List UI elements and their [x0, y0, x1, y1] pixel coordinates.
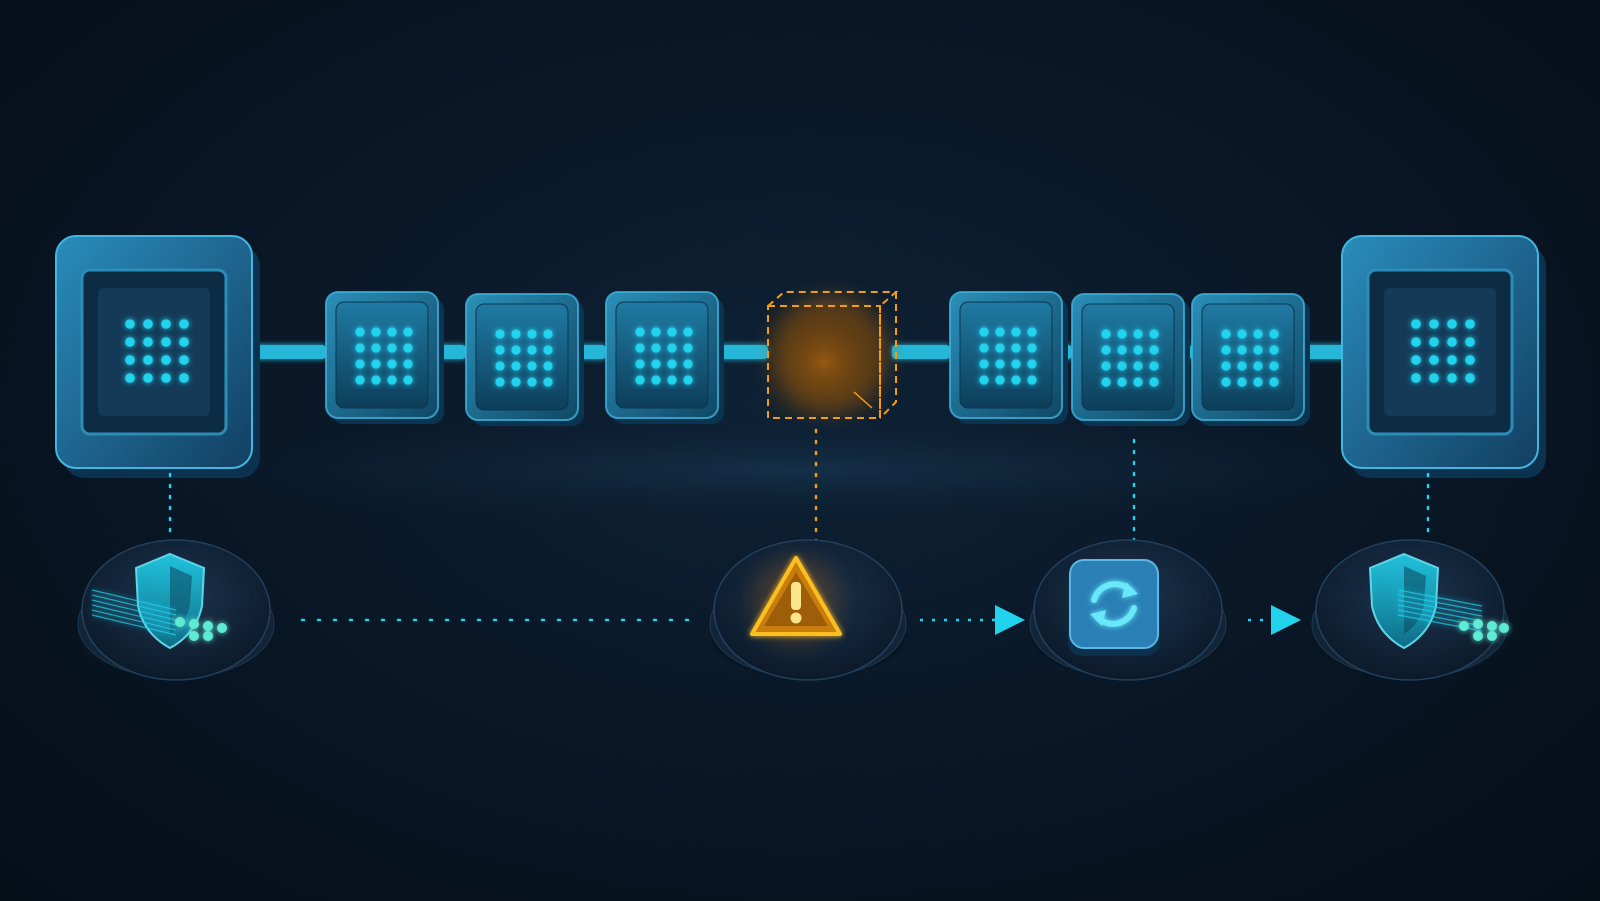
- status-node-protected: [1311, 539, 1509, 681]
- chip-grid-icon: [635, 327, 693, 385]
- chip-grid-icon: [1411, 319, 1475, 383]
- after-block-2: [1191, 293, 1310, 426]
- chip-grid-icon: [495, 329, 553, 387]
- link-segment: [578, 345, 606, 359]
- chip-grid-icon: [1221, 329, 1279, 387]
- chip-grid-icon: [979, 327, 1037, 385]
- refresh-arrows: [1090, 581, 1138, 627]
- link-segment: [438, 345, 466, 359]
- link-segment: [892, 345, 950, 359]
- status-node-warning: [709, 539, 907, 681]
- after-block-0: [949, 291, 1068, 424]
- link-segment: [718, 345, 768, 359]
- data-stream-icon: [91, 589, 227, 641]
- pipeline-blocks: [55, 235, 1546, 478]
- status-node-protected: [77, 539, 275, 681]
- before-block-1: [465, 293, 584, 426]
- after-block-1: [1071, 293, 1190, 426]
- data-stream-icon: [1397, 589, 1509, 641]
- chip-grid-icon: [125, 319, 189, 383]
- before-block-2: [605, 291, 724, 424]
- left-endpoint: [55, 235, 260, 478]
- status-node-recovering: [1029, 539, 1227, 681]
- chip-grid-icon: [1101, 329, 1159, 387]
- vertical-connectors: [168, 428, 1430, 550]
- warning-icon: [750, 556, 842, 646]
- refresh-icon: [1068, 559, 1160, 656]
- status-nodes: [77, 539, 1509, 681]
- missing-block: [767, 291, 899, 419]
- shield-icon: [91, 552, 227, 650]
- before-block-0: [325, 291, 444, 424]
- chip-grid-icon: [355, 327, 413, 385]
- shield-icon: [1368, 552, 1509, 650]
- floor-reflection: [40, 410, 1560, 530]
- right-endpoint: [1341, 235, 1546, 478]
